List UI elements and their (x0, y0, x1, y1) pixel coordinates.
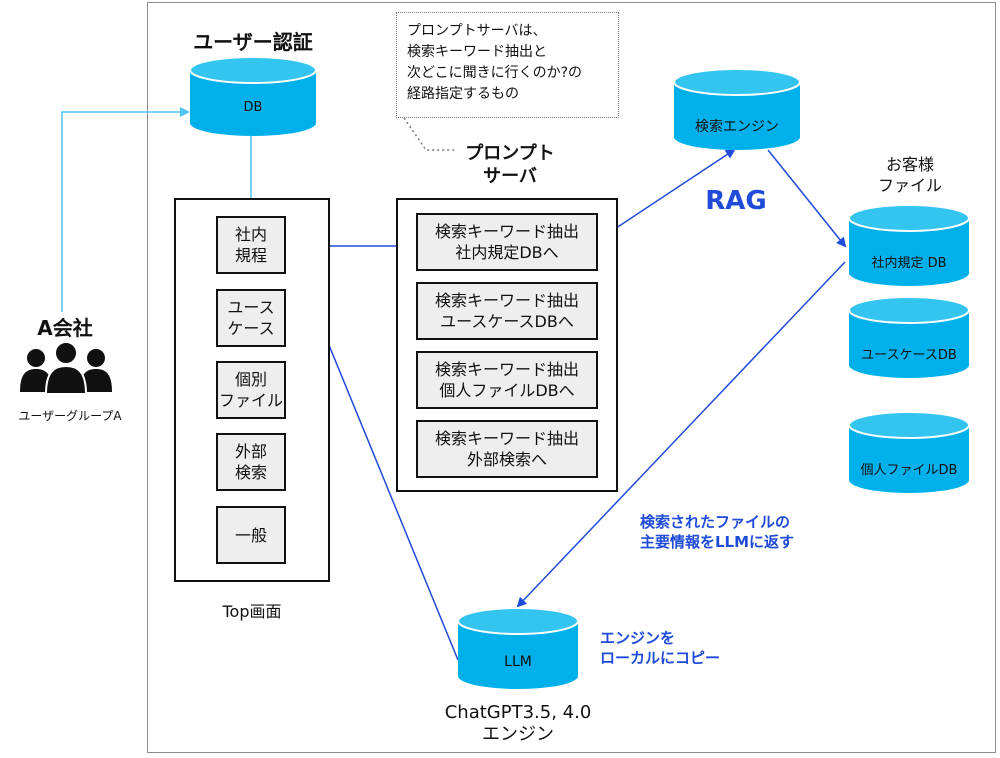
connector-prompt-to-search (597, 148, 736, 241)
prompt-item-internal-rules[interactable]: 検索キーワード抽出 社内規定DBへ (416, 213, 598, 271)
connector-db-to-llm (516, 261, 846, 608)
auth-db-label: DB (243, 100, 263, 115)
customer-db-label-personal-file: 個人ファイルDB (860, 463, 958, 478)
prompt-server-title: プロンプト サーバ (465, 143, 555, 187)
diagram-frame (147, 2, 996, 753)
customer-db-label-internal-rules: 社内規定 DB (871, 256, 947, 271)
llm-label: LLM (504, 654, 532, 670)
connector-company-to-auth (61, 107, 190, 312)
note-text: プロンプトサーバは、 検索キーワード抽出と 次どこに聞きに行くのか?の 経路指定… (407, 23, 583, 102)
people-group-icon (20, 341, 112, 395)
top-screen-label: Top画面 (222, 602, 282, 621)
customer-files-title: お客様 ファイル (877, 155, 942, 195)
auth-db-cylinder (189, 56, 317, 136)
prompt-server-note: プロンプトサーバは、 検索キーワード抽出と 次どこに聞きに行くのか?の 経路指定… (396, 12, 619, 118)
customer-db-cylinder-2 (848, 296, 970, 378)
customer-db-cylinder-1 (848, 204, 970, 286)
customer-db-cylinder-3 (848, 411, 970, 493)
llm-engine-label: ChatGPT3.5, 4.0 エンジン (444, 702, 592, 745)
prompt-item-use-case[interactable]: 検索キーワード抽出 ユースケースDBへ (416, 282, 598, 340)
search-engine-label: 検索エンジン (695, 119, 779, 135)
return-info-note: 検索されたファイルの 主要情報をLLMに返す (640, 513, 795, 551)
menu-button-external-search[interactable]: 外部 検索 (216, 433, 286, 491)
user-group-label: ユーザーグループA (18, 409, 122, 423)
customer-db-label-use-case: ユースケースDB (861, 348, 957, 363)
menu-button-personal-file[interactable]: 個別 ファイル (216, 361, 286, 419)
rag-label: RAG (705, 186, 767, 216)
company-name: A会社 (37, 316, 93, 340)
connector-search-to-db (767, 149, 847, 248)
prompt-item-external-search[interactable]: 検索キーワード抽出 外部検索へ (416, 420, 598, 478)
prompt-item-personal-file[interactable]: 検索キーワード抽出 個人ファイルDBへ (416, 351, 598, 409)
auth-title: ユーザー認証 (193, 30, 313, 54)
menu-button-use-case[interactable]: ユース ケース (216, 289, 286, 347)
menu-button-general[interactable]: 一般 (216, 506, 286, 564)
engine-copy-note: エンジンを ローカルにコピー (600, 629, 721, 667)
menu-button-internal-rules[interactable]: 社内 規程 (216, 216, 286, 274)
search-engine-cylinder (673, 68, 801, 150)
llm-cylinder (457, 607, 579, 689)
